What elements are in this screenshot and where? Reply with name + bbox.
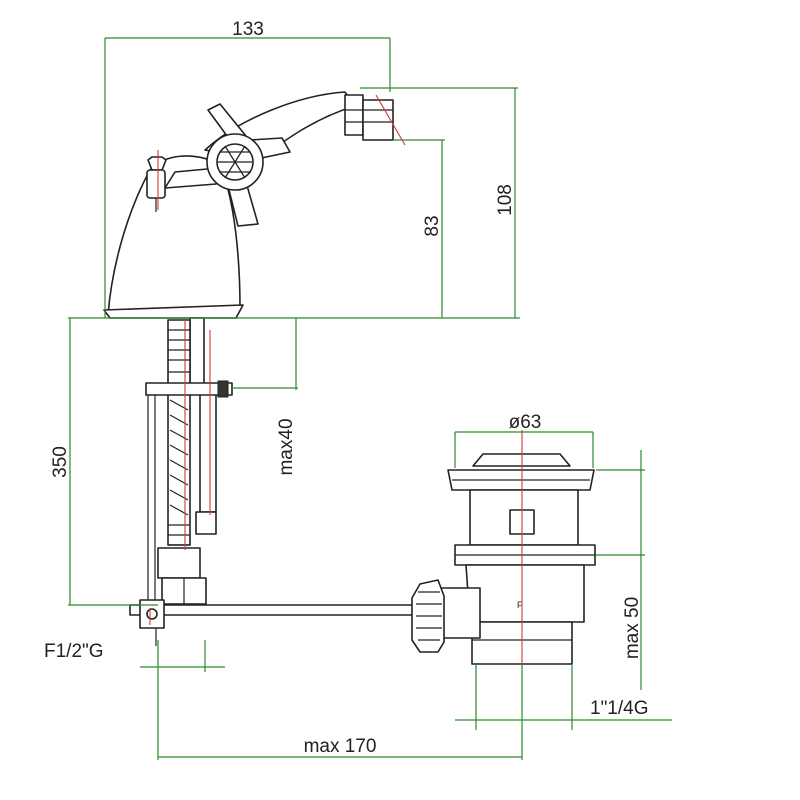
dimension-lines	[68, 37, 672, 760]
drain-letter-mark: F	[517, 600, 523, 610]
dimension-diameter-63: ø63	[509, 412, 542, 433]
centre-lines	[149, 94, 523, 665]
dimension-height-83: 83	[422, 215, 443, 236]
dimension-max-40: max40	[276, 418, 297, 475]
cross-handle	[164, 103, 291, 227]
popup-knob	[146, 156, 167, 212]
thread-label-f12g: F1/2"G	[44, 641, 104, 662]
flexible-hoses	[145, 317, 233, 605]
thread-label-1-1-4g: 1"1/4G	[590, 698, 649, 719]
dimension-length-350: 350	[50, 446, 71, 478]
pull-rod	[129, 599, 421, 646]
dimension-height-108: 108	[495, 184, 516, 216]
popup-waste: F	[411, 453, 596, 665]
dimension-max-50: max 50	[622, 597, 643, 659]
dimension-max-170: max 170	[304, 736, 377, 757]
dimension-width-133: 133	[232, 19, 264, 40]
